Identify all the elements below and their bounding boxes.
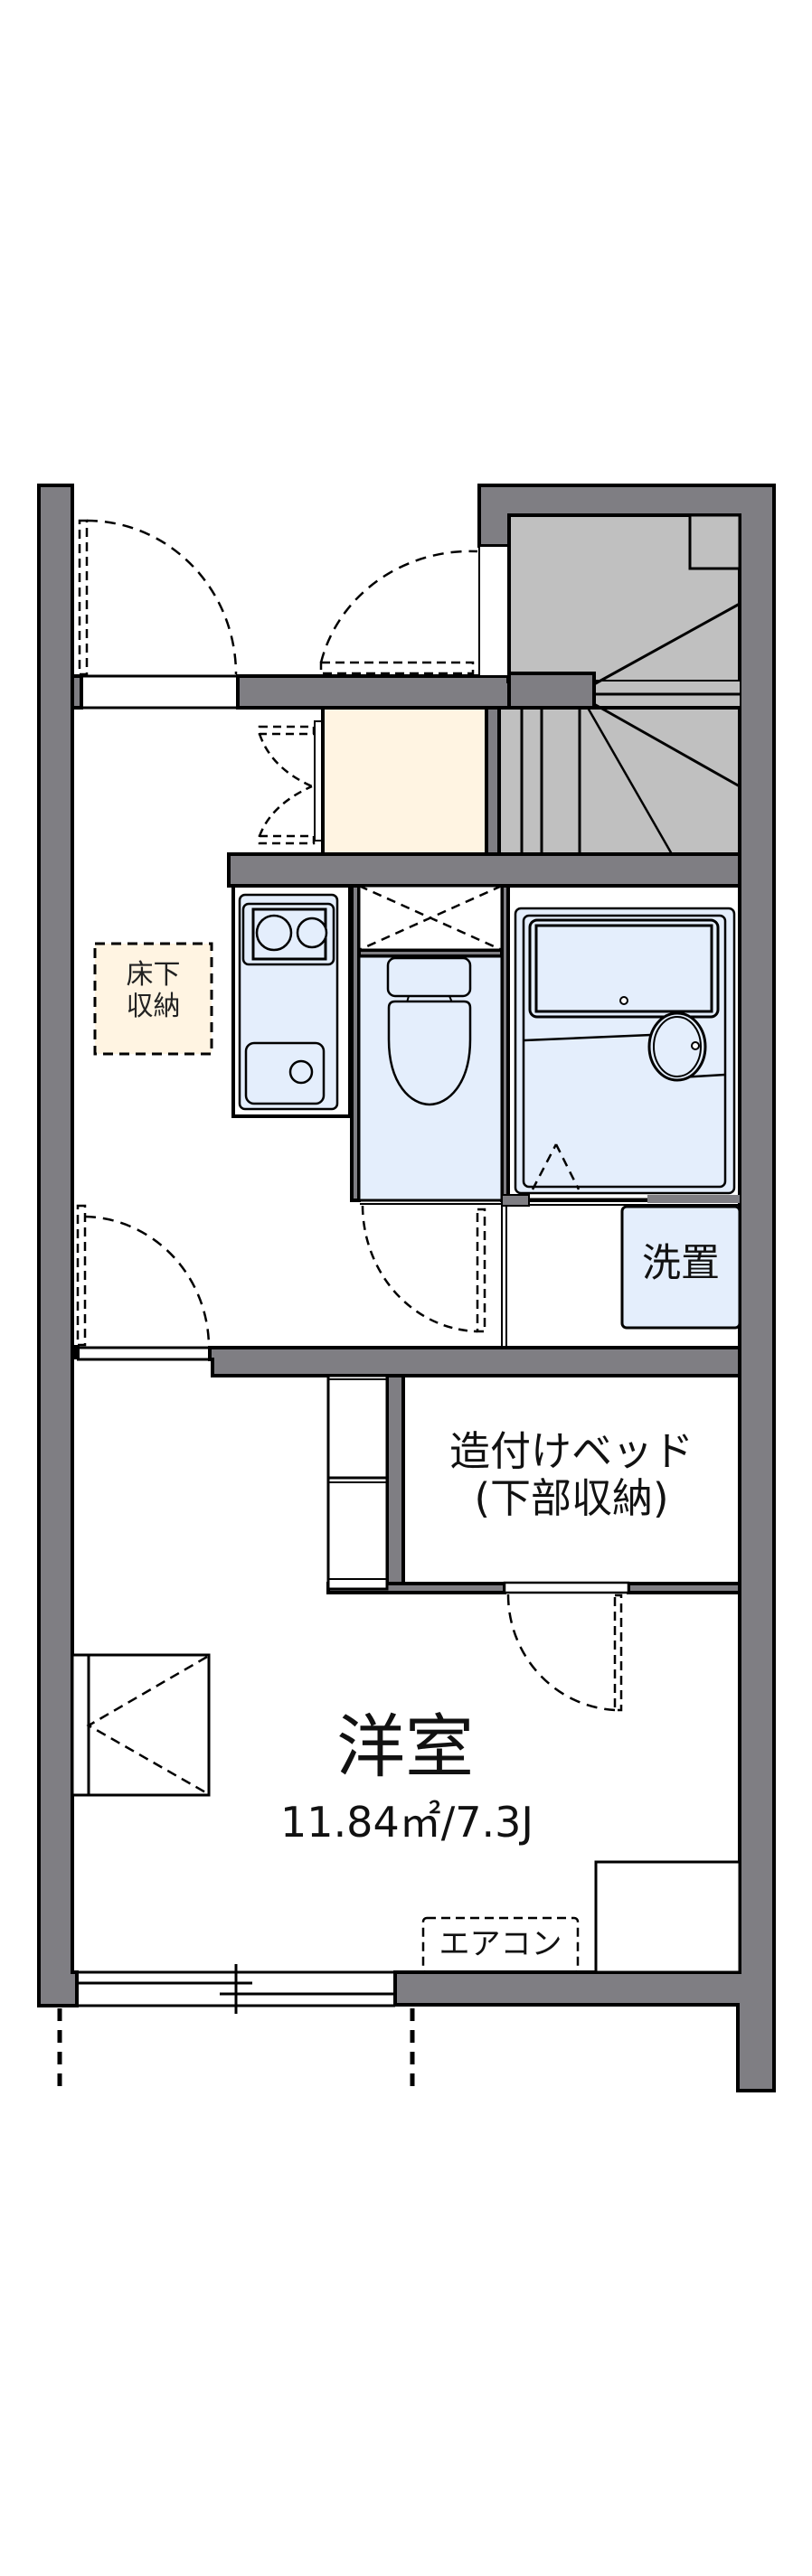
bathroom-threshold bbox=[501, 1194, 740, 1348]
drain-icon bbox=[288, 1059, 314, 1085]
closet-stair-divider bbox=[485, 706, 501, 856]
room-door[interactable] bbox=[72, 1204, 211, 1361]
sink bbox=[244, 1041, 326, 1105]
toilet-tank bbox=[386, 956, 472, 998]
shoe-closet[interactable] bbox=[258, 706, 488, 856]
ac-nook bbox=[594, 1860, 741, 1974]
washer-space-label: 洗置 bbox=[642, 1241, 720, 1286]
air-conditioner-marker bbox=[421, 1916, 580, 1974]
toilet-door[interactable] bbox=[360, 1199, 502, 1333]
bathroom-door[interactable] bbox=[531, 1143, 581, 1190]
bed-divider-wall bbox=[385, 1374, 405, 1594]
underfloor-storage-label: 床下 収納 bbox=[95, 959, 212, 1022]
toilet-room bbox=[357, 954, 504, 1202]
built-in-bed-label-line1: 造付けベッド bbox=[448, 1427, 694, 1475]
built-in-bed bbox=[401, 1374, 741, 1585]
toilet-bowl-icon bbox=[387, 1000, 472, 1106]
kitchen-counter bbox=[231, 884, 352, 1118]
washer-space bbox=[620, 1205, 741, 1330]
burner-right-icon bbox=[296, 917, 328, 949]
air-conditioner-label: エアコン bbox=[439, 1926, 562, 1962]
balcony-window[interactable] bbox=[77, 1964, 395, 2014]
balcony-edge bbox=[57, 2008, 415, 2090]
underfloor-storage-label-line1: 床下 bbox=[126, 959, 181, 991]
room-area: 11.84㎡/7.3J bbox=[280, 1798, 533, 1847]
built-in-bed-label-line2: (下部収納) bbox=[474, 1473, 669, 1522]
bathroom bbox=[506, 884, 741, 1202]
entry-jamb bbox=[71, 674, 83, 710]
room-name: 洋室 bbox=[336, 1706, 474, 1787]
entry-porch-door[interactable] bbox=[78, 519, 238, 710]
hall-room-wall bbox=[208, 1346, 741, 1377]
bed-access-door[interactable] bbox=[503, 1581, 630, 1712]
stair-hall-door[interactable] bbox=[319, 545, 509, 677]
staircase bbox=[497, 513, 741, 856]
closet-base-wall bbox=[227, 852, 741, 888]
shelf bbox=[326, 1374, 389, 1591]
burner-left-icon bbox=[255, 914, 293, 952]
underfloor-storage-label-line2: 収納 bbox=[126, 990, 181, 1022]
walls bbox=[37, 484, 776, 2092]
upper-storage bbox=[357, 884, 504, 952]
wash-basin bbox=[647, 1011, 707, 1082]
built-in-bed-label: 造付けベッド (下部収納) bbox=[403, 1428, 740, 1522]
room-closet[interactable] bbox=[71, 1653, 211, 1797]
underfloor-storage[interactable] bbox=[93, 942, 213, 1056]
